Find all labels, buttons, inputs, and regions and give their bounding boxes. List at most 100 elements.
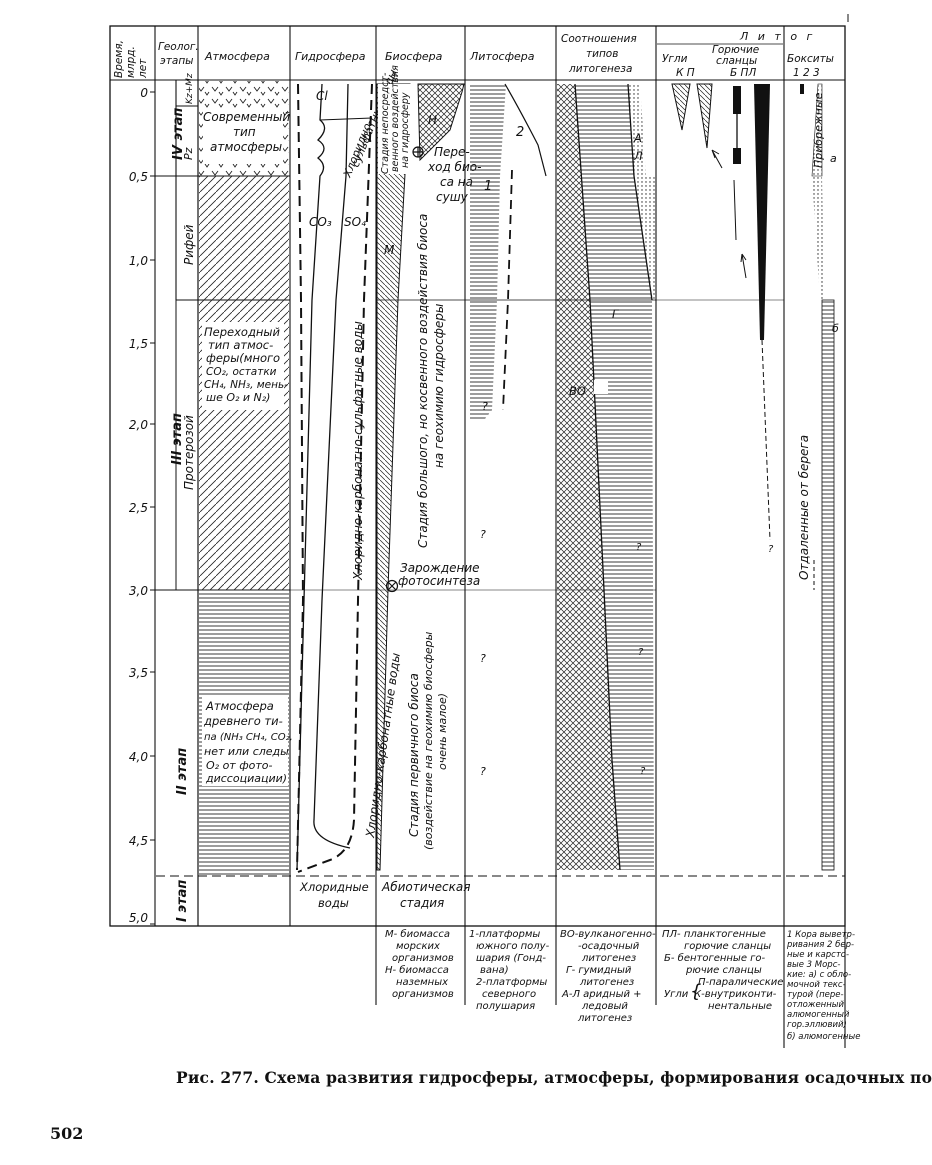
legend-ratio-1: ВО-вулканогенно- [560,929,656,940]
page-number: 502 [50,1124,84,1143]
ratio-a: А [633,131,642,145]
stage-ii: II этап [175,748,190,795]
header-bauxites: Бокситы [787,53,834,65]
atm-anc-2: древнего ти- [203,714,283,728]
bio-n: Н [428,113,437,127]
tick-1-0: 1,0 [129,254,148,268]
legend-ratio-7: ледовый [581,1001,628,1012]
bio-primary-3: очень малое) [436,693,449,770]
tick-3-0: 3,0 [129,584,148,598]
ratio-vo: ВО [569,384,586,398]
figure-caption: Рис. 277. Схема развития гидросферы, атм… [176,1068,932,1087]
bio-transition-4: сушу [436,190,469,204]
bio-transition-3: са на [440,175,473,189]
hyd-cl: Cl [316,89,328,103]
legend-ratio-2: -осадочный [578,941,640,952]
header-time-2: млрд. [125,46,137,78]
legend-baux-4: вые 3 Морс- [787,960,840,970]
legend-baux-3: ные и карсто- [787,950,849,960]
atm-trans-6: ше O₂ и N₂) [206,391,270,404]
biosphere-labels: Стадия непосредст- венного воздействия н… [380,65,481,910]
atm-trans-3: феры(много [206,351,280,365]
legend-litho-7: полушария [476,1001,535,1012]
header-lithosphere: Литосфера [469,50,535,63]
header-stages-2: этапы [160,55,193,67]
tick-0-5: 0,5 [129,170,148,184]
header-biosphere: Биосфера [385,50,443,63]
ratio-q-3: ? [640,766,646,777]
legend-bio-1: М- биомасса [385,928,450,940]
bio-big-2: на геохимию гидросферы [432,304,446,468]
atm-anc-5: O₂ от фото- [206,759,272,772]
atm-anc-4: нет или следы [204,745,289,758]
bio-photo-2: фотосинтеза [398,574,480,588]
header-shales-1: Горючие [712,44,759,56]
column-lines [110,26,846,1048]
time-axis [150,91,155,925]
stage-i: I этап [175,880,190,922]
legend-coal-3: Б- бентогенные го- [664,952,766,964]
tick-2-0: 2,0 [129,418,148,432]
legend-litho-2: южного полу- [476,941,550,952]
tick-0: 0 [140,86,148,100]
legend-baux-11: б) алюмогенные [787,1032,860,1042]
tick-3-5: 3,5 [129,666,148,680]
bio-primary-1: Стадия первичного биоса [407,673,421,837]
legend-ratio-3: литогенез [581,953,636,964]
legend-baux-10: гор.эллювий) [787,1020,847,1030]
baux-near: Прибрежные [812,92,825,168]
chart-frame [109,25,846,927]
coal-q: ? [768,544,774,555]
tick-4-5: 4,5 [129,834,148,848]
baux-b: б [832,322,839,335]
lithosphere-column [466,83,547,590]
stage-labels: IV этап III этап II этап I этап Kz+Mz Pz… [170,73,196,922]
stage-iv: IV этап [171,108,186,160]
atm-modern-3: атмосферы [210,140,282,154]
legend-coal-label: Угли [664,989,689,1000]
tick-5-0: 5,0 [129,911,148,925]
era-pz: Pz [182,147,195,160]
atmosphere-labels: Современный тип атмосферы Переходный тип… [203,110,293,785]
header-stages-1: Геолог. [158,41,199,53]
bio-transition-1: Пере- [434,145,470,159]
ratio-l: Л [633,149,643,163]
bio-m: М [384,243,395,257]
litho-2: 2 [516,125,524,140]
hydrosphere-column [296,83,373,873]
atm-trans-1: Переходный [204,325,280,339]
header-litho-right: Л и т о г [739,30,815,43]
litho-q-3: ? [480,652,486,665]
header-shales-sub: Б ПЛ [730,67,756,79]
legend-bio-5: наземных [396,977,448,988]
atm-modern-1: Современный [203,110,290,124]
ratios-labels: А Л Г ВО ? ? ? [569,131,646,777]
bio-direct-1: Стадия непосредст- [380,72,391,174]
atm-trans-2: тип атмос- [208,338,273,352]
legend-coal-brace: { [690,981,701,1002]
legend-baux-5: кие: а) с обло- [787,970,851,980]
legend-baux-2: ривания 2 бер- [786,940,854,950]
header-atmosphere: Атмосфера [204,50,270,63]
bauxite-labels: Прибрежные Отдаленные от берега а б [797,92,839,580]
atm-trans-4: CO₂, остатки [206,366,277,378]
legend-ratio-4: Г- гумидный [566,965,632,976]
header-hydrosphere: Гидросфера [295,50,366,63]
litho-q-4: ? [480,765,486,778]
legend-coal-4: рючие сланцы [685,965,762,976]
bauxite-column [800,83,835,871]
legend-coal-1: ПЛ- планктогенные [662,929,766,940]
time-tick-labels: 0 0,5 1,0 1,5 2,0 2,5 3,0 3,5 4,0 4,5 5,… [129,86,148,925]
header-coals: Угли [662,53,688,65]
era-kz-mz: Kz+Mz [185,73,195,104]
baux-far: Отдаленные от берега [797,435,811,580]
ratio-q-1: ? [636,542,642,553]
legend-coal-7: нентальные [708,1001,772,1012]
legend-bio-2: морских [396,941,440,952]
bio-direct-3: на гидросферу [400,92,411,168]
legend-baux-6: мочной текс- [787,980,846,990]
hyd-cc-sulfate: Хлоридно-карбонатно-сульфатные воды [351,321,365,581]
legend-coal-5: П-паралические [698,977,783,988]
legend-ratio-8: литогенез [577,1013,632,1024]
bio-primary-2: (воздействие на геохимию биосферы [422,631,435,850]
